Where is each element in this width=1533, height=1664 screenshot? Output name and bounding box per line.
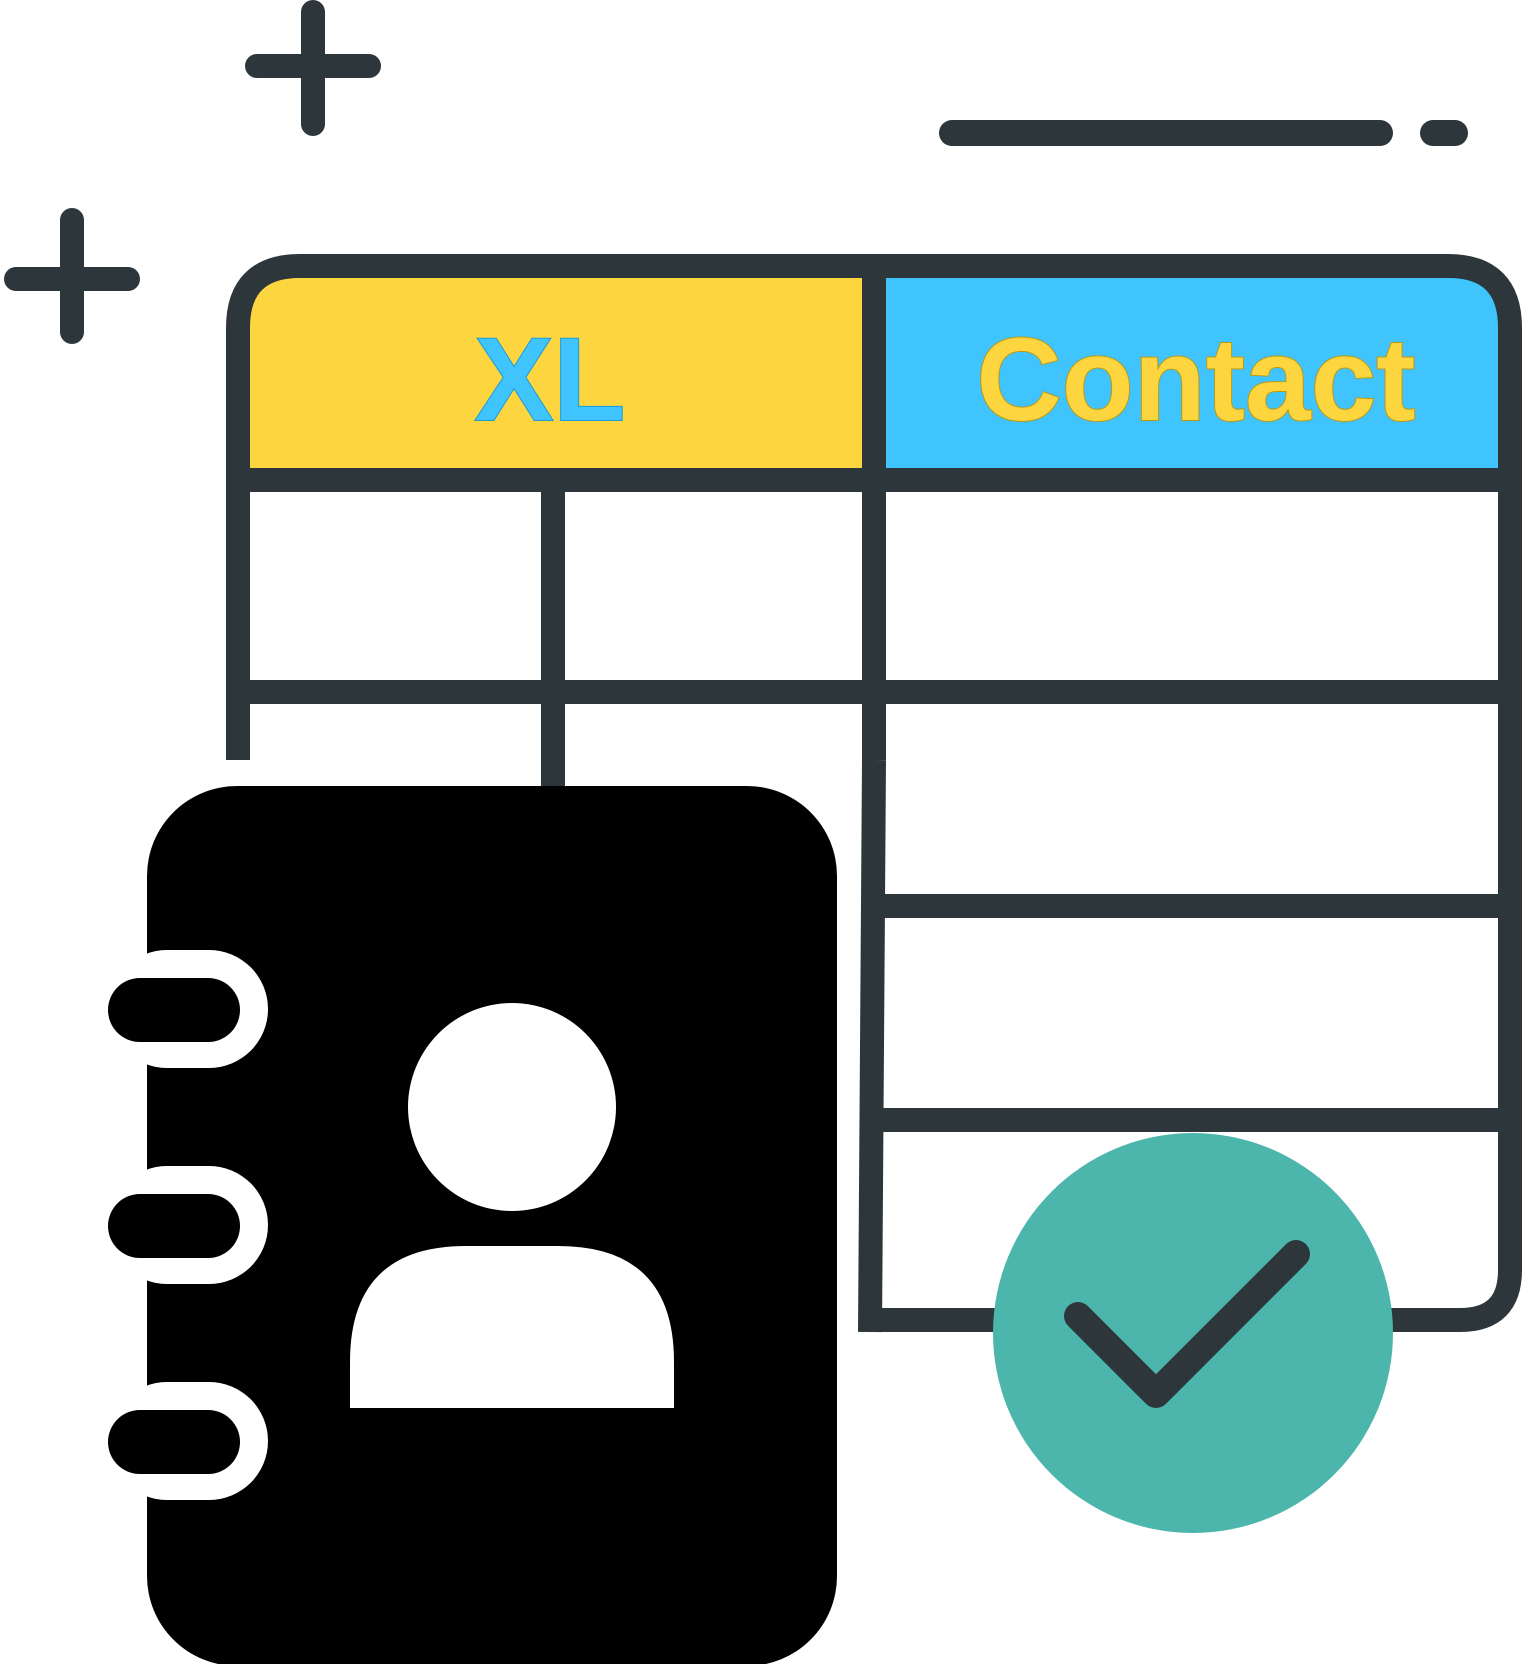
check-circle-bg (993, 1133, 1393, 1533)
check-circle-icon (993, 1133, 1393, 1533)
book-ring (108, 1166, 268, 1284)
plus-icon (4, 208, 140, 344)
table-grid (226, 254, 1522, 1333)
person-head-icon (408, 1003, 616, 1211)
decoration-group (4, 0, 1468, 344)
book-ring (108, 950, 268, 1068)
header-left-label: XL (475, 314, 626, 446)
book-cover (147, 786, 837, 1664)
spreadsheet-table: XL Contact (226, 254, 1522, 1333)
table-outline (226, 254, 1522, 1332)
person-body-icon (350, 1246, 674, 1408)
header-right-label: Contact (976, 314, 1415, 446)
header-left-cell (238, 278, 868, 480)
checkmark-icon (1064, 1240, 1310, 1408)
plus-icon (245, 0, 381, 136)
contact-book-icon (108, 786, 837, 1664)
header-right-cell (880, 278, 1510, 480)
book-ring (108, 1382, 268, 1500)
